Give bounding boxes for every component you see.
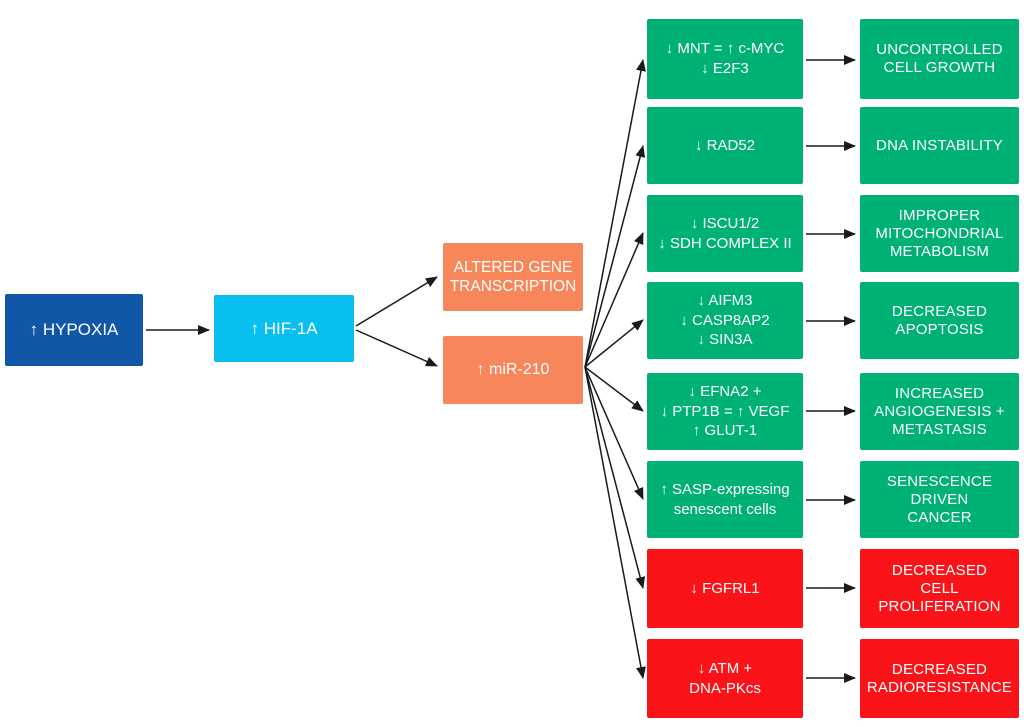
outcome-box-decreased-cell-proliferation: DECREASED CELL PROLIFERATION bbox=[860, 549, 1019, 628]
gene-box-atm-dna-pkcs: ↓ ATM + DNA-PKcs bbox=[647, 639, 803, 718]
arrow-mir210-to-row-3 bbox=[584, 232, 644, 368]
outcome-box-improper-mitochondrial-metabolism: IMPROPER MITOCHONDRIAL METABOLISM bbox=[860, 195, 1019, 272]
gene-box-iscu-sdh-complex: ↓ ISCU1/2 ↓ SDH COMPLEX II bbox=[647, 195, 803, 272]
outcome-box-increased-angiogenesis-metastasis: INCREASED ANGIOGENESIS + METASTASIS bbox=[860, 373, 1019, 450]
arrow-hif1a-to-altered-gene bbox=[355, 276, 438, 327]
gene-box-sasp-senescent-cells: ↑ SASP-expressing senescent cells bbox=[647, 461, 803, 538]
box-hif1a: ↑ HIF-1A bbox=[214, 295, 354, 362]
box-hypoxia: ↑ HYPOXIA bbox=[5, 294, 143, 366]
arrow-hif1a-to-mir210 bbox=[355, 329, 438, 367]
arrow-mir210-to-row-5 bbox=[584, 366, 644, 412]
gene-box-rad52: ↓ RAD52 bbox=[647, 107, 803, 184]
arrow-mir210-to-row-8 bbox=[584, 366, 646, 679]
outcome-box-senescence-driven-cancer: SENESCENCE DRIVEN CANCER bbox=[860, 461, 1019, 538]
gene-box-mnt-cmyc-e2f3: ↓ MNT = ↑ c-MYC ↓ E2F3 bbox=[647, 19, 803, 99]
gene-box-fgfrl1: ↓ FGFRL1 bbox=[647, 549, 803, 628]
gene-box-aifm3-casp8ap2-sin3a: ↓ AIFM3 ↓ CASP8AP2 ↓ SIN3A bbox=[647, 282, 803, 359]
outcome-box-uncontrolled-cell-growth: UNCONTROLLED CELL GROWTH bbox=[860, 19, 1019, 99]
outcome-box-decreased-apoptosis: DECREASED APOPTOSIS bbox=[860, 282, 1019, 359]
outcome-box-dna-instability: DNA INSTABILITY bbox=[860, 107, 1019, 184]
arrow-mir210-to-row-7 bbox=[584, 366, 646, 589]
arrow-mir210-to-row-4 bbox=[584, 319, 644, 368]
arrow-mir210-to-row-2 bbox=[584, 145, 646, 368]
box-altered-gene-transcription: ALTERED GENE TRANSCRIPTION bbox=[443, 243, 583, 311]
gene-box-efna2-ptp1b-vegf-glut1: ↓ EFNA2 + ↓ PTP1B = ↑ VEGF ↑ GLUT-1 bbox=[647, 373, 803, 450]
box-mir210: ↑ miR-210 bbox=[443, 336, 583, 404]
arrow-mir210-to-row-1 bbox=[584, 59, 646, 368]
arrow-mir210-to-row-6 bbox=[584, 366, 644, 500]
outcome-box-decreased-radioresistance: DECREASED RADIORESISTANCE bbox=[860, 639, 1019, 718]
